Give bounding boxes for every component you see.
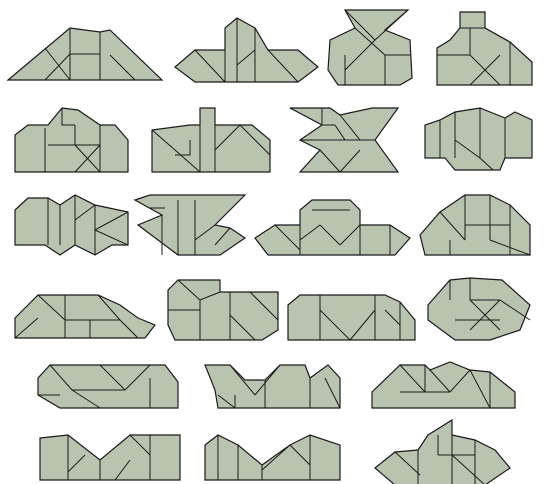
tangram-figure bbox=[168, 280, 278, 340]
tangram-figure bbox=[425, 108, 532, 170]
tangram-outline bbox=[425, 108, 532, 170]
tangram-figure bbox=[152, 108, 270, 172]
tangram-figure bbox=[255, 200, 410, 255]
tangram-figure bbox=[135, 195, 245, 255]
tangram-figure bbox=[205, 365, 340, 408]
tangram-figure bbox=[428, 278, 530, 340]
tangram-outline bbox=[152, 108, 270, 172]
tangram-figures bbox=[8, 10, 532, 484]
tangram-figure bbox=[372, 362, 515, 408]
tangram-figure bbox=[205, 435, 340, 480]
tangram-outline bbox=[205, 365, 340, 408]
tangram-figure bbox=[290, 108, 398, 172]
tangram-outline bbox=[175, 18, 318, 82]
tangram-figure bbox=[328, 10, 412, 85]
tangram-outline bbox=[135, 195, 245, 255]
tangram-outline bbox=[437, 12, 532, 85]
tangram-figure bbox=[40, 435, 180, 480]
tangram-figure bbox=[375, 420, 510, 484]
tangram-outline bbox=[255, 200, 410, 255]
tangram-figure bbox=[420, 195, 530, 255]
tangram-outline bbox=[15, 195, 128, 255]
tangram-outline bbox=[38, 365, 178, 408]
tangram-figure bbox=[175, 18, 318, 82]
tangram-outline bbox=[40, 435, 180, 480]
tangram-outline bbox=[205, 435, 340, 480]
tangram-figure bbox=[38, 365, 178, 408]
tangram-outline bbox=[15, 108, 128, 172]
tangram-figure bbox=[15, 108, 128, 172]
tangram-outline bbox=[328, 10, 412, 85]
tangram-outline bbox=[15, 295, 155, 338]
tangram-figure bbox=[15, 195, 128, 255]
tangram-figure bbox=[437, 12, 532, 85]
tangram-outline bbox=[288, 295, 415, 340]
tangram-figure bbox=[15, 295, 155, 338]
tangram-figure bbox=[288, 295, 415, 340]
tangram-figure bbox=[8, 28, 162, 80]
